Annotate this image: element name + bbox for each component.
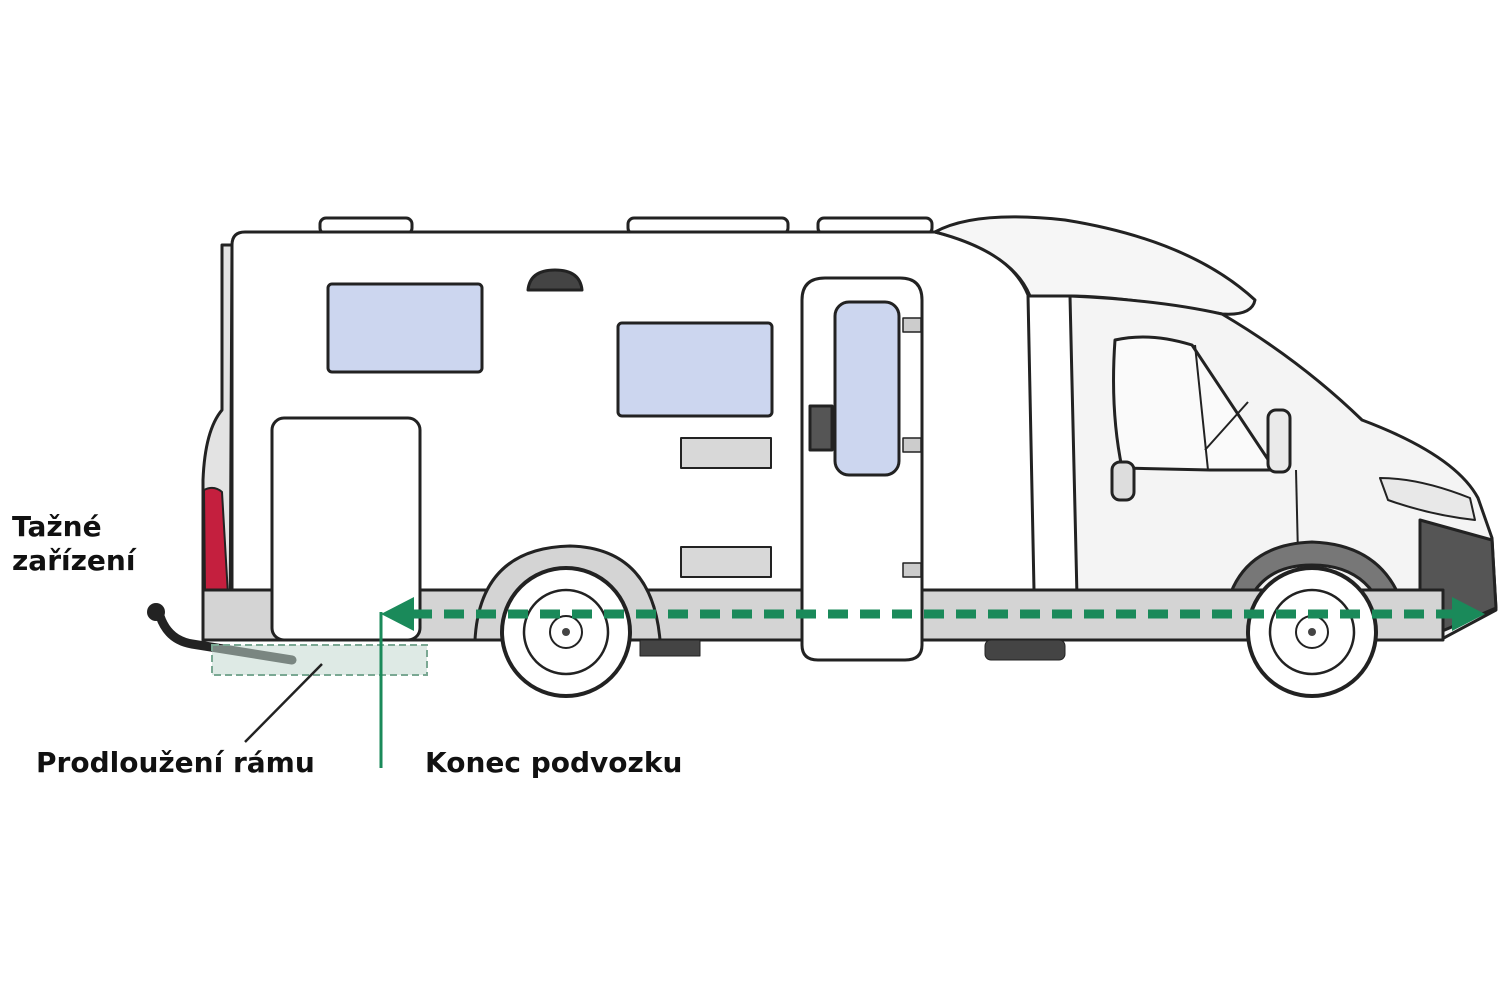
roof-vent [526, 268, 584, 292]
roof-hatches [318, 216, 934, 236]
tow-hitch-label: Tažné zařízení [12, 510, 135, 577]
tow-hitch [147, 603, 297, 665]
door-hinges [902, 317, 922, 578]
chassis-end-label: Konec podvozku [425, 746, 683, 779]
frame-extension-leader [244, 663, 323, 743]
tow-hitch-label-line2: zařízení [12, 543, 136, 577]
garage-door [270, 416, 422, 642]
vent-upper [680, 437, 772, 469]
underbody-exhaust [639, 639, 701, 657]
window-middle [616, 321, 774, 418]
rear-wheel [500, 566, 632, 698]
frame-extension-label: Prodloužení rámu [36, 746, 315, 779]
tail-light [203, 486, 229, 596]
headlight [1379, 477, 1476, 521]
tow-hitch-label-line1: Tažné [12, 510, 102, 543]
motorhome-illustration [147, 215, 1498, 698]
front-wheel [1246, 566, 1378, 698]
frame-extension-box [211, 644, 428, 676]
window-rear [326, 282, 484, 374]
side-mirror [1266, 408, 1292, 474]
measure-arrow-icon [381, 597, 1485, 631]
entry-door-handle [808, 404, 834, 452]
alcove [933, 215, 1257, 316]
steering-wheel [1204, 401, 1249, 451]
cab-door-handle [1110, 460, 1136, 502]
entry-door-window [833, 300, 901, 477]
vent-lower [680, 546, 772, 578]
underbody-tank [984, 639, 1066, 661]
